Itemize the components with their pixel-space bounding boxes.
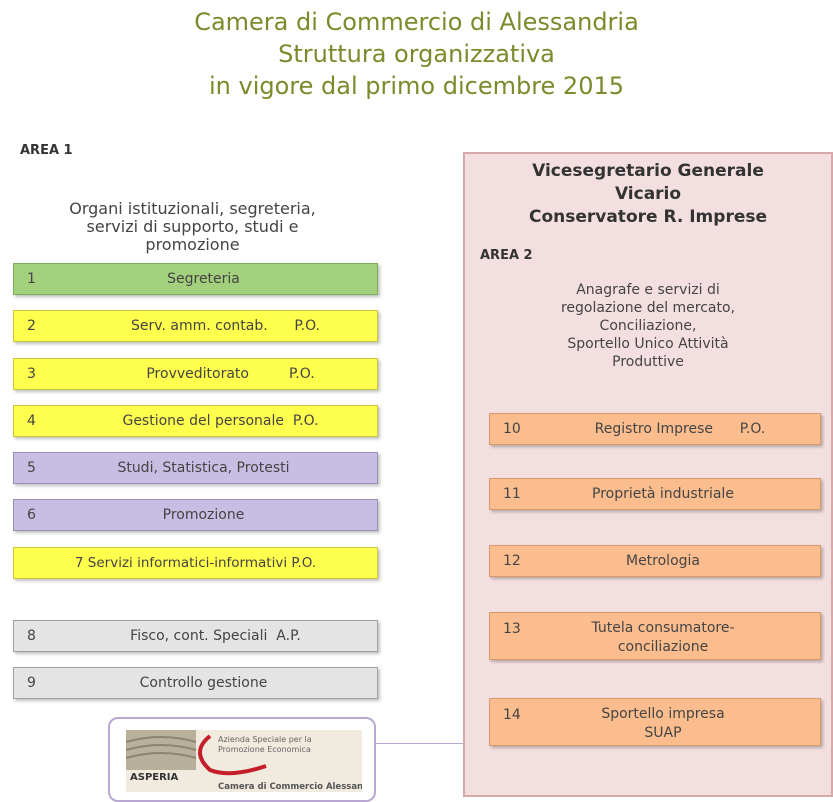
area2-panel <box>463 152 833 797</box>
area2-desc-line: Conciliazione, <box>599 318 697 334</box>
unit-2-serv-amm-contab: 2 Serv. amm. contab. P.O. <box>13 310 378 342</box>
asperia-logo-graphic: ASPERIA Azienda Speciale per la Promozio… <box>125 730 382 792</box>
unit-3-provveditorato: 3 Provveditorato P.O. <box>13 358 378 390</box>
unit-number: 11 <box>503 486 521 502</box>
unit-label: Segreteria <box>167 271 240 287</box>
header-line: Vicesegretario Generale <box>532 161 764 181</box>
unit-14-sportello-impresa: 14 Sportello impresa SUAP <box>489 698 821 746</box>
unit-13-tutela-consumatore: 13 Tutela consumatore- conciliazione <box>489 612 821 660</box>
unit-label: Tutela consumatore- conciliazione <box>490 613 820 657</box>
logo-brand: ASPERIA <box>130 772 179 783</box>
unit-label: Gestione del personale P.O. <box>122 413 319 429</box>
unit-label-line: conciliazione <box>617 639 709 655</box>
logo-text-line2: Promozione Economica <box>218 745 311 754</box>
unit-number: 6 <box>27 507 36 523</box>
unit-number: 13 <box>503 621 521 637</box>
unit-label: Serv. amm. contab. P.O. <box>131 318 320 334</box>
area2-desc-line: Produttive <box>612 354 684 370</box>
unit-number: 14 <box>503 707 521 723</box>
unit-number: 4 <box>27 413 36 429</box>
unit-number: 9 <box>27 675 36 691</box>
unit-6-promozione: 6 Promozione <box>13 499 378 531</box>
logo-footer: Camera di Commercio Alessandria <box>218 782 362 792</box>
area1-label: AREA 1 <box>20 143 73 158</box>
area1-desc-line: servizi di supporto, studi e <box>86 217 299 236</box>
logo-text-line1: Azienda Speciale per la <box>218 735 312 744</box>
header-line: Conservatore R. Imprese <box>528 207 768 227</box>
area1-desc-line: Organi istituzionali, segreteria, <box>69 199 316 218</box>
unit-9-controllo-gestione: 9 Controllo gestione <box>13 667 378 699</box>
logo-connector-line <box>376 743 464 744</box>
unit-label: 7 Servizi informatici-informativi P.O. <box>74 555 317 571</box>
area2-description: Anagrafe e servizi di regolazione del me… <box>463 281 833 371</box>
unit-label-line: Tutela consumatore- <box>591 620 735 636</box>
area1-description: Organi istituzionali, segreteria, serviz… <box>15 200 370 254</box>
unit-number: 2 <box>27 318 36 334</box>
unit-label-line: SUAP <box>644 725 682 741</box>
unit-number: 10 <box>503 421 521 437</box>
unit-12-metrologia: 12 Metrologia <box>489 545 821 577</box>
unit-label-line: Sportello impresa <box>601 706 725 722</box>
unit-number: 8 <box>27 628 36 644</box>
unit-label: Studi, Statistica, Protesti <box>117 460 290 476</box>
unit-10-registro-imprese: 10 Registro Imprese P.O. <box>489 413 821 445</box>
unit-7-servizi-informatici: 7 Servizi informatici-informativi P.O. <box>13 547 378 579</box>
header-line: Vicario <box>614 184 682 204</box>
unit-label: Fisco, cont. Speciali A.P. <box>130 628 301 644</box>
unit-label: Controllo gestione <box>139 675 268 691</box>
title-line-3: in vigore dal primo dicembre 2015 <box>208 72 625 100</box>
unit-label: Metrologia <box>625 553 700 569</box>
asperia-logo: ASPERIA Azienda Speciale per la Promozio… <box>125 730 382 792</box>
unit-4-gestione-personale: 4 Gestione del personale P.O. <box>13 405 378 437</box>
unit-label: Provveditorato P.O. <box>146 366 315 382</box>
unit-label: Proprietà industriale <box>592 486 734 502</box>
area1-desc-line: promozione <box>145 235 240 254</box>
area2-label: AREA 2 <box>480 248 533 263</box>
unit-label: Promozione <box>162 507 245 523</box>
unit-label: Sportello impresa SUAP <box>490 699 820 743</box>
title-line-1: Camera di Commercio di Alessandria <box>194 8 639 36</box>
page-title: Camera di Commercio di Alessandria Strut… <box>0 6 833 102</box>
unit-number: 5 <box>27 460 36 476</box>
unit-number: 1 <box>27 271 36 287</box>
area2-desc-line: Anagrafe e servizi di <box>576 282 720 298</box>
vicesegretario-header: Vicesegretario Generale Vicario Conserva… <box>463 160 833 229</box>
unit-number: 3 <box>27 366 36 382</box>
unit-5-studi-statistica: 5 Studi, Statistica, Protesti <box>13 452 378 484</box>
title-line-2: Struttura organizzativa <box>278 40 555 68</box>
area2-desc-line: regolazione del mercato, <box>560 300 736 316</box>
unit-number: 12 <box>503 553 521 569</box>
asperia-logo-box: ASPERIA Azienda Speciale per la Promozio… <box>108 717 382 802</box>
unit-11-proprieta-industriale: 11 Proprietà industriale <box>489 478 821 510</box>
area2-desc-line: Sportello Unico Attività <box>567 336 729 352</box>
unit-1-segreteria: 1 Segreteria <box>13 263 378 295</box>
unit-label: Registro Imprese P.O. <box>594 421 766 437</box>
unit-8-fisco: 8 Fisco, cont. Speciali A.P. <box>13 620 378 652</box>
